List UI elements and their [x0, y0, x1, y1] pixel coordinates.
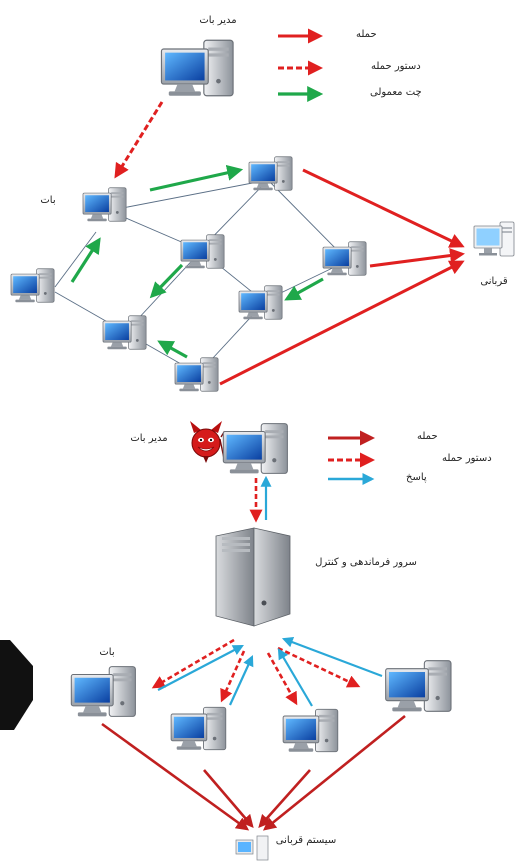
peer-computer [238, 285, 283, 320]
attack-arrows [101, 714, 406, 831]
peer-computer [174, 357, 219, 392]
botmaster-label: مدیر بات [199, 15, 236, 26]
victim-label: قربانی [480, 276, 507, 287]
victim-computer [235, 835, 269, 861]
top-legend: حمله دستور حمله چت معمولی [278, 28, 422, 102]
command-arrow [114, 101, 164, 179]
legend-label: پاسخ [406, 472, 427, 483]
legend-item-command: دستور حمله [328, 452, 492, 468]
victim-computer [473, 221, 515, 257]
legend-label: دستور حمله [371, 61, 421, 72]
legend-item-chat: چت معمولی [278, 86, 422, 102]
bot-computer [82, 187, 127, 222]
botmaster-computer [222, 422, 289, 475]
legend-label: دستور حمله [442, 453, 492, 464]
command-arrows [151, 638, 361, 706]
bot-label: بات [99, 647, 114, 658]
peer-computer [10, 268, 55, 303]
legend-item-attack: حمله [278, 28, 377, 44]
chat-arrows [70, 164, 324, 359]
legend-item-response: پاسخ [328, 472, 427, 485]
cnc-botnet-diagram: مدیر بات سرور فرماندهی و کنترل بات سیستم… [70, 421, 492, 861]
victim-label: سیستم قربانی [276, 835, 336, 846]
bot-computer [70, 665, 137, 718]
legend-label: حمله [356, 29, 377, 40]
botmaster-label: مدیر بات [130, 433, 167, 444]
cnc-server-label: سرور فرماندهی و کنترل [315, 557, 417, 568]
peer-computer [180, 234, 225, 269]
botmaster-cnc-arrows [249, 475, 272, 523]
bot-label: بات [40, 195, 55, 206]
attack-arrows [219, 168, 465, 386]
edge-shape [0, 640, 33, 730]
bot-computer [384, 659, 452, 713]
botmaster-computer [160, 39, 234, 97]
peer-computer [248, 156, 293, 191]
response-arrows [157, 636, 383, 707]
peer-computer [322, 241, 367, 276]
legend-item-command: دستور حمله [278, 60, 421, 76]
legend-item-attack: حمله [328, 430, 438, 446]
cnc-server [215, 527, 291, 627]
peer-computer [102, 315, 147, 350]
devil-icon [190, 421, 228, 463]
legend-label: چت معمولی [370, 87, 422, 98]
legend-label: حمله [417, 431, 438, 442]
p2p-botnet-diagram: مدیر بات بات قربانی حمله دستور حمله چت م… [10, 15, 515, 392]
bot-computer [170, 706, 227, 751]
bot-computer [282, 708, 339, 753]
bottom-legend: حمله دستور حمله پاسخ [328, 430, 492, 485]
